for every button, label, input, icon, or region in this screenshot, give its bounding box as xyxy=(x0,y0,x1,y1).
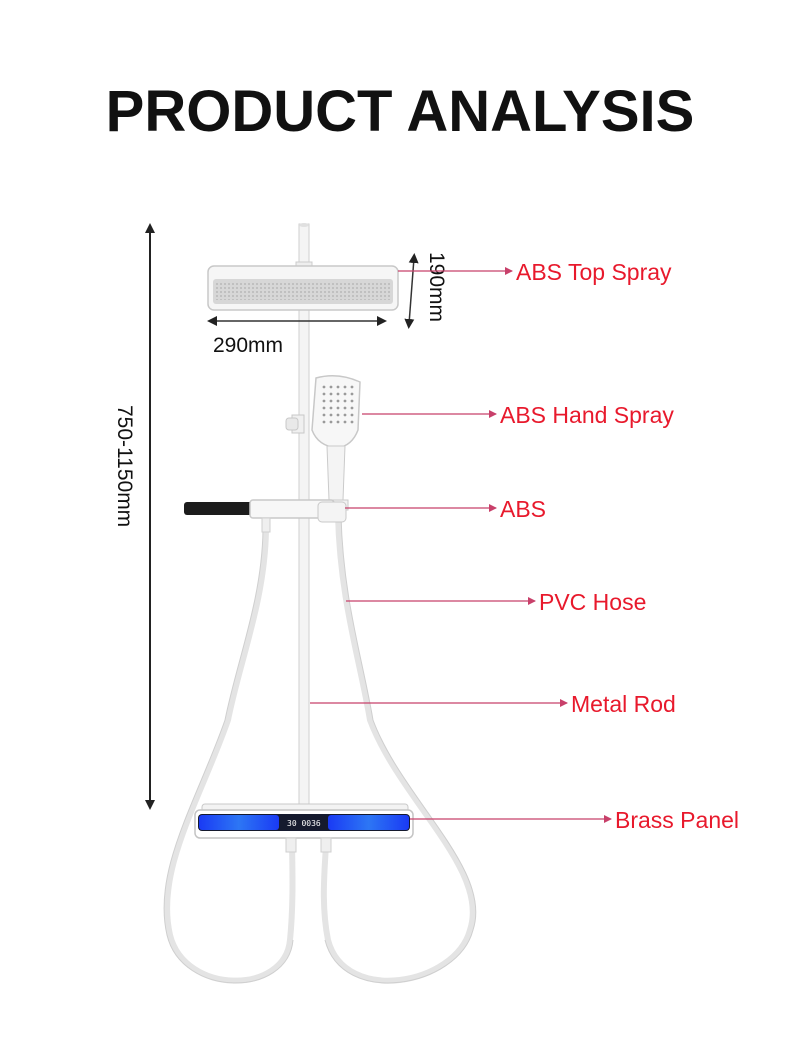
hand-nozzle-dot xyxy=(336,406,340,410)
hand-nozzle-dot xyxy=(343,413,347,417)
callouts xyxy=(310,267,612,823)
hand-nozzle-dot xyxy=(350,420,354,424)
hand-nozzle-dot xyxy=(350,406,354,410)
pvc-hose xyxy=(164,512,476,984)
label-hand-spray: ABS Hand Spray xyxy=(500,402,674,428)
hand-nozzle-dot xyxy=(329,420,333,424)
width-dimension-label: 290mm xyxy=(213,334,283,357)
height-dimension: 750-1150mm xyxy=(113,223,155,810)
top-spray-head xyxy=(207,261,399,311)
hand-nozzle-dot xyxy=(322,392,326,396)
hand-spray-nozzles xyxy=(322,385,354,424)
hand-nozzle-dot xyxy=(350,392,354,396)
label-brass-panel: Brass Panel xyxy=(615,807,739,833)
hand-nozzle-dot xyxy=(336,413,340,417)
hand-nozzle-dot xyxy=(336,385,340,389)
hand-nozzle-dot xyxy=(343,399,347,403)
hand-spray xyxy=(285,375,361,511)
hand-nozzle-dot xyxy=(322,399,326,403)
abs-shelf-bracket xyxy=(184,499,347,533)
label-pvc-hose: PVC Hose xyxy=(539,589,646,615)
depth-dimension-label: 190mm xyxy=(425,252,448,322)
label-top-spray: ABS Top Spray xyxy=(516,259,672,285)
hand-nozzle-dot xyxy=(350,413,354,417)
hand-nozzle-dot xyxy=(322,406,326,410)
hand-nozzle-dot xyxy=(343,392,347,396)
hand-nozzle-dot xyxy=(322,413,326,417)
label-abs: ABS xyxy=(500,496,546,522)
page-title: PRODUCT ANALYSIS xyxy=(105,79,695,144)
hand-nozzle-dot xyxy=(336,392,340,396)
hand-nozzle-dot xyxy=(329,406,333,410)
hand-nozzle-dot xyxy=(329,385,333,389)
height-dimension-label: 750-1150mm xyxy=(113,405,136,527)
panel-display: 30 0036 xyxy=(287,819,321,828)
depth-dimension: 190mm xyxy=(404,252,448,329)
hand-nozzle-dot xyxy=(343,420,347,424)
hand-nozzle-dot xyxy=(350,399,354,403)
hand-nozzle-dot xyxy=(329,413,333,417)
brass-panel: 30 0036 xyxy=(194,803,414,853)
hand-nozzle-dot xyxy=(329,399,333,403)
hand-nozzle-dot xyxy=(322,420,326,424)
hand-nozzle-dot xyxy=(343,406,347,410)
hand-nozzle-dot xyxy=(322,385,326,389)
label-metal-rod: Metal Rod xyxy=(571,691,676,717)
hand-nozzle-dot xyxy=(343,385,347,389)
hand-nozzle-dot xyxy=(329,392,333,396)
hand-nozzle-dot xyxy=(336,399,340,403)
spray-nozzles xyxy=(216,283,390,300)
width-dimension: 290mm xyxy=(207,316,387,357)
hand-nozzle-dot xyxy=(336,420,340,424)
hand-nozzle-dot xyxy=(350,385,354,389)
